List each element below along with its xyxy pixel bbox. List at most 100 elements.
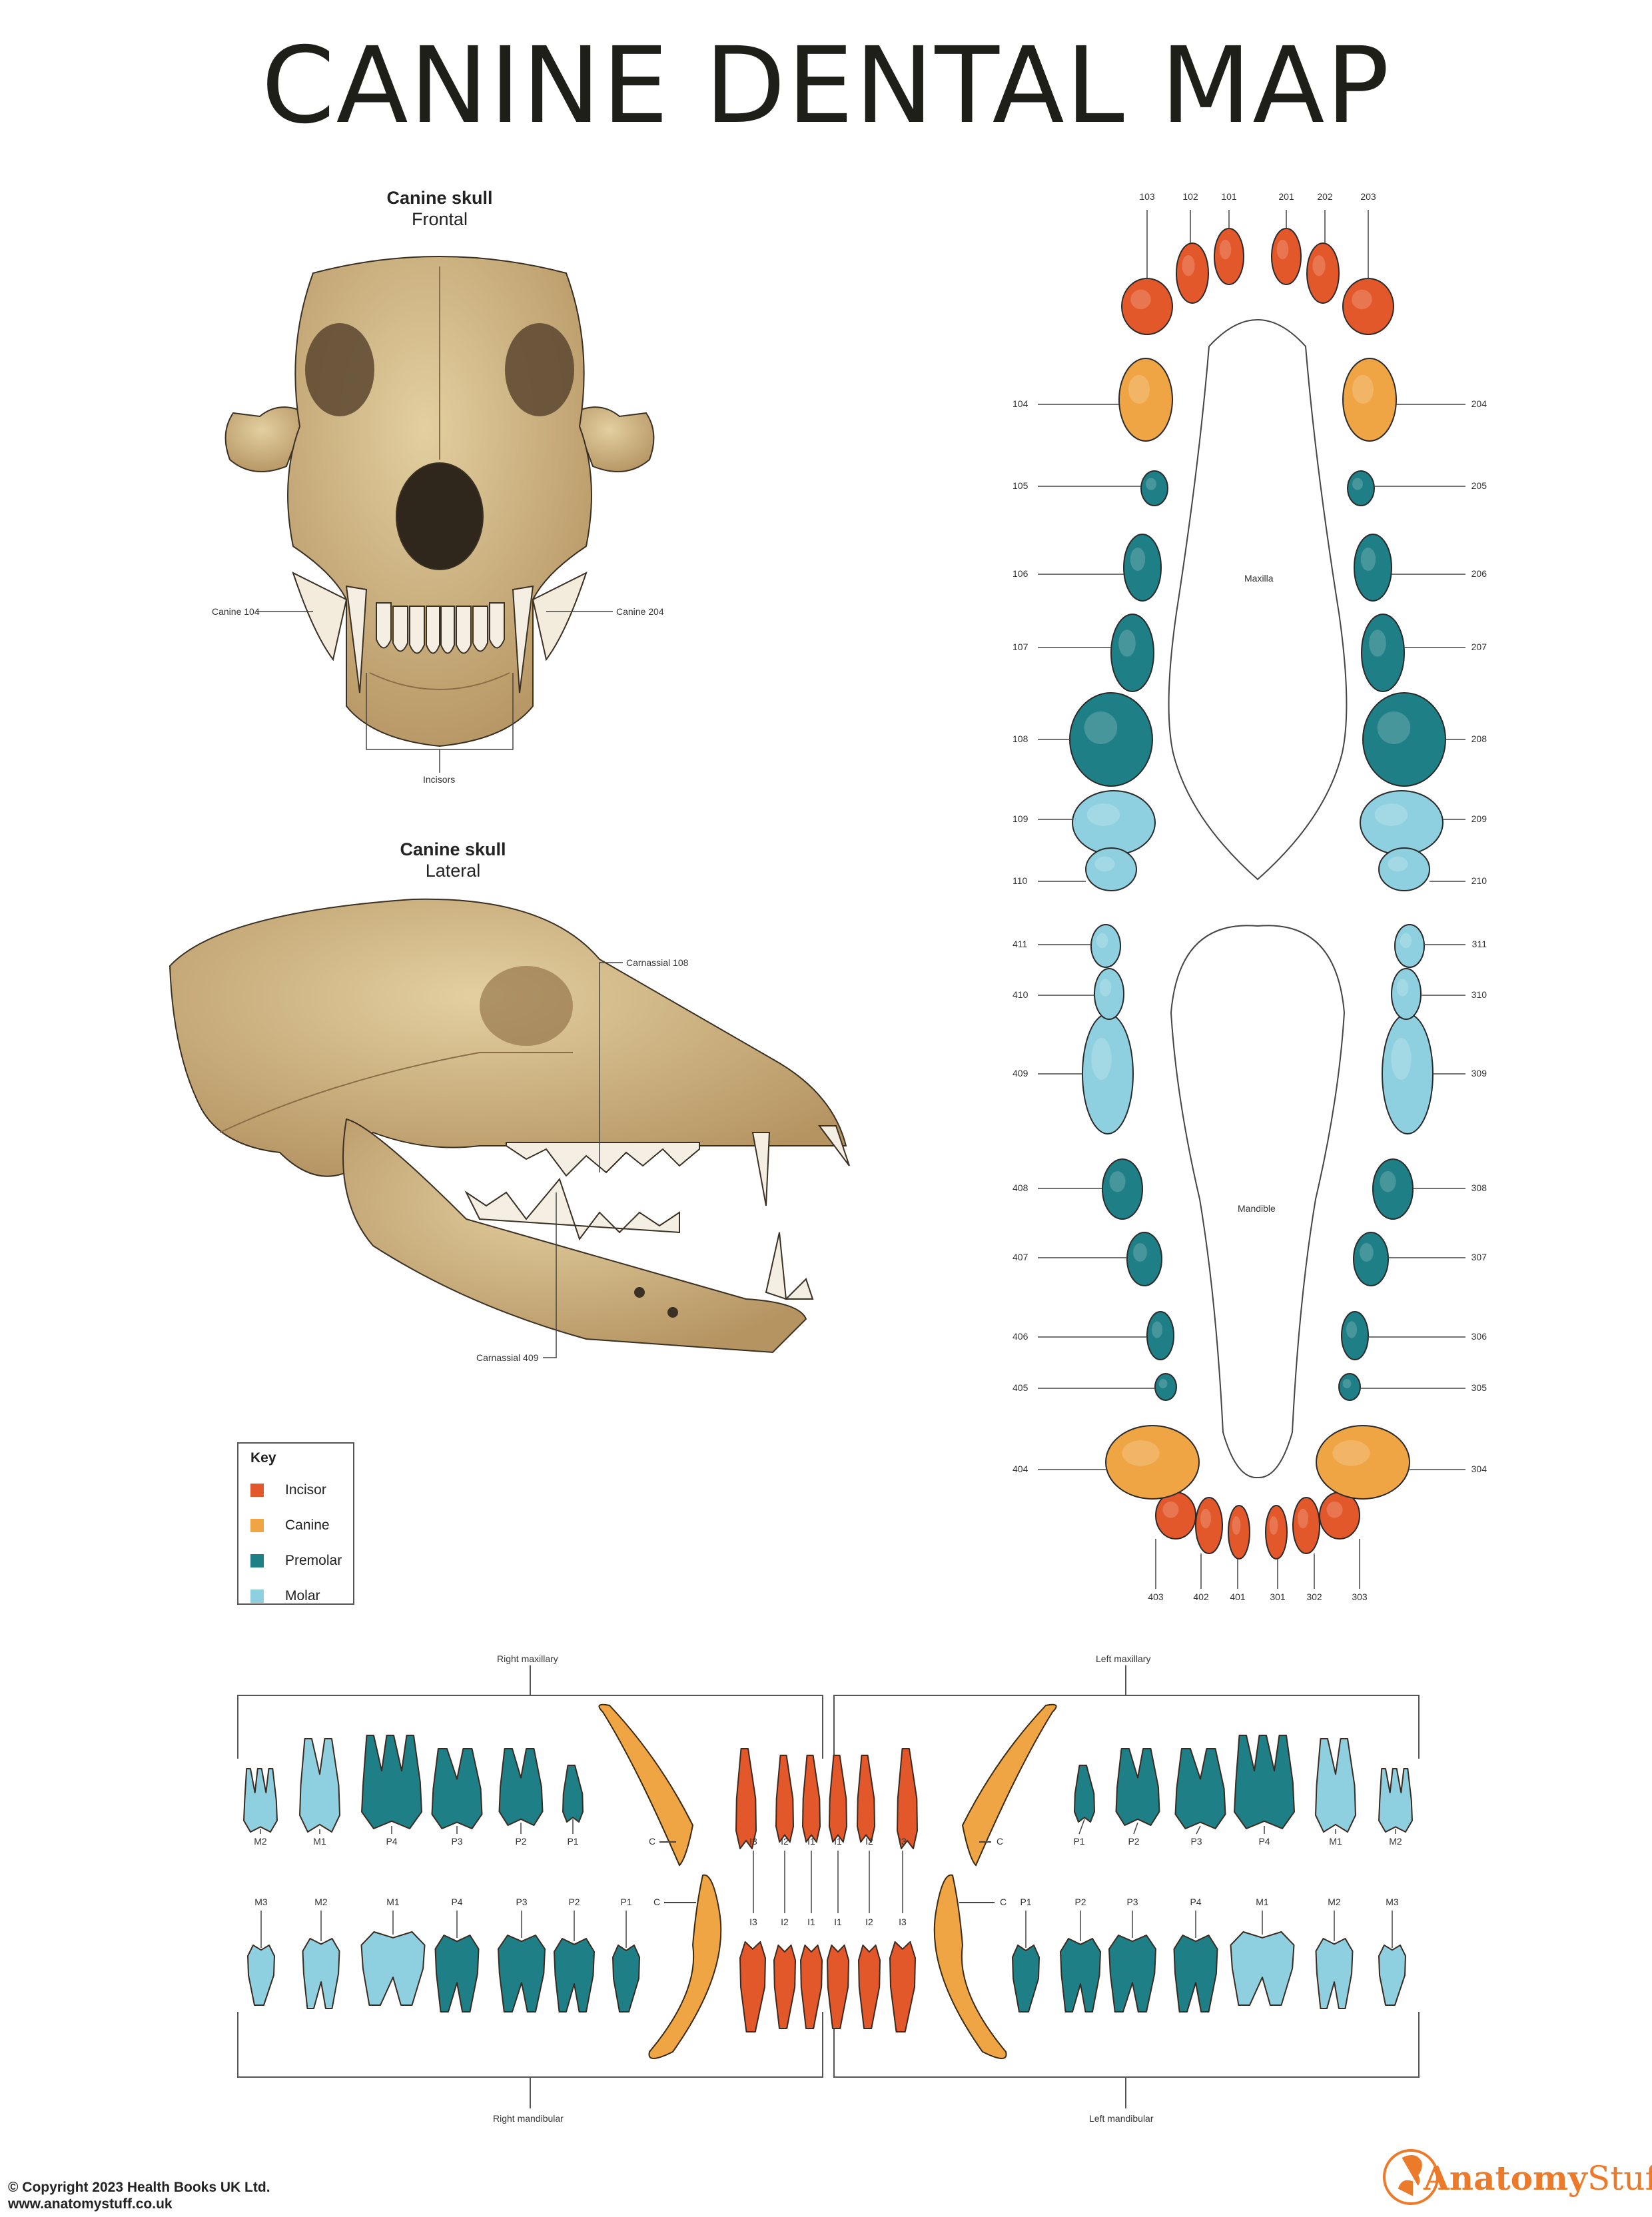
tooth-highlight bbox=[1219, 239, 1232, 260]
tooth-label-305: 305 bbox=[1471, 1382, 1487, 1393]
upper-tooth-p4-2 bbox=[361, 1735, 422, 1829]
tooth-highlight bbox=[1360, 1243, 1374, 1262]
tooth-label-307: 307 bbox=[1471, 1252, 1487, 1262]
lower-tooth-m1-19 bbox=[1230, 1931, 1295, 2006]
row-label-m3: M3 bbox=[254, 1897, 268, 1907]
molar-swatch bbox=[250, 1589, 264, 1603]
tooth-label-304: 304 bbox=[1471, 1464, 1487, 1474]
left-mandibular-label: Left mandibular bbox=[1089, 2113, 1154, 2124]
row-label-m2: M2 bbox=[314, 1897, 328, 1907]
upper-tooth-i2-11 bbox=[857, 1755, 875, 1843]
lower-tooth-m3-21 bbox=[1378, 1945, 1406, 2006]
tooth-label-302: 302 bbox=[1306, 1591, 1322, 1602]
lower-tooth-i2-12 bbox=[858, 1945, 881, 2029]
maxilla-label: Maxilla bbox=[1244, 573, 1274, 584]
key-label: Canine bbox=[285, 1518, 330, 1533]
tooth-label-209: 209 bbox=[1471, 813, 1487, 824]
tooth-label-409: 409 bbox=[1013, 1068, 1029, 1079]
tooth-label-301: 301 bbox=[1270, 1591, 1286, 1602]
copyright-text: © Copyright 2023 Health Books UK Ltd. bbox=[8, 2180, 270, 2195]
tooth-label-406: 406 bbox=[1013, 1331, 1029, 1342]
tooth-205 bbox=[1347, 470, 1375, 506]
tooth-highlight bbox=[1091, 1038, 1112, 1080]
row-label-p2: P2 bbox=[568, 1897, 580, 1907]
lower-tooth-c-14 bbox=[933, 1874, 1007, 2059]
mandible-outline bbox=[1170, 925, 1346, 1479]
tooth-305 bbox=[1338, 1373, 1361, 1401]
lateral-skull-illustration bbox=[169, 898, 850, 1354]
row-label-i1: I1 bbox=[807, 1836, 815, 1847]
tooth-106 bbox=[1123, 534, 1162, 602]
row-label-c: C bbox=[653, 1897, 661, 1907]
tooth-label-102: 102 bbox=[1182, 191, 1198, 202]
tooth-highlight bbox=[1312, 255, 1326, 276]
tooth-label-306: 306 bbox=[1471, 1331, 1487, 1342]
tooth-highlight bbox=[1096, 933, 1108, 949]
tooth-307 bbox=[1353, 1232, 1389, 1286]
key-label: Incisor bbox=[285, 1482, 326, 1498]
lower-tooth-p4-18 bbox=[1173, 1935, 1218, 2012]
incisor-swatch bbox=[250, 1484, 264, 1497]
row-label-i2: I2 bbox=[781, 1836, 789, 1847]
tooth-highlight bbox=[1380, 1171, 1396, 1192]
frontal-leader-lines bbox=[256, 611, 613, 773]
lower-tooth-p2-16 bbox=[1060, 1938, 1101, 2012]
tooth-highlight bbox=[1133, 1243, 1147, 1262]
tooth-label-401: 401 bbox=[1230, 1591, 1246, 1602]
row-label-c: C bbox=[997, 1836, 1004, 1847]
label-canine-104: Canine 104 bbox=[212, 606, 260, 617]
upper-tooth-i3-7 bbox=[735, 1748, 757, 1849]
key-label: Molar bbox=[285, 1588, 320, 1603]
key-item-canine: Canine bbox=[250, 1518, 330, 1533]
tooth-410 bbox=[1094, 968, 1124, 1020]
row-label-i3: I3 bbox=[749, 1917, 757, 1927]
row-label-m3: M3 bbox=[1386, 1897, 1399, 1907]
dental-arch-chart bbox=[1038, 210, 1465, 1589]
row-label-p3: P3 bbox=[1126, 1897, 1138, 1907]
tooth-label-404: 404 bbox=[1013, 1464, 1029, 1474]
upper-tooth-p2-4 bbox=[498, 1748, 544, 1826]
lateral-leader-lines bbox=[543, 962, 623, 1358]
tooth-104 bbox=[1118, 358, 1173, 442]
tooth-306 bbox=[1341, 1311, 1369, 1360]
lower-tooth-p1-15 bbox=[1012, 1945, 1040, 2012]
tooth-label-110: 110 bbox=[1013, 875, 1028, 886]
tooth-highlight bbox=[1162, 1502, 1179, 1518]
lower-tooth-i2-9 bbox=[773, 1945, 796, 2029]
website-link[interactable]: www.anatomystuff.co.uk bbox=[8, 2196, 173, 2212]
row-label-m2: M2 bbox=[1389, 1836, 1402, 1847]
tooth-label-107: 107 bbox=[1013, 642, 1029, 652]
row-label-m2: M2 bbox=[1328, 1897, 1341, 1907]
tooth-404 bbox=[1105, 1425, 1200, 1500]
row-label-m1: M1 bbox=[1329, 1836, 1342, 1847]
premolar-swatch bbox=[250, 1554, 264, 1567]
color-key: Key Incisor Canine Premolar Molar bbox=[237, 1442, 354, 1605]
upper-tooth-m1-1 bbox=[299, 1738, 340, 1833]
row-label-m1: M1 bbox=[313, 1836, 326, 1847]
frontal-skull-illustration bbox=[224, 256, 655, 747]
upper-tooth-i1-9 bbox=[802, 1755, 821, 1843]
lower-tooth-p1-6 bbox=[612, 1945, 640, 2012]
row-label-p2: P2 bbox=[1074, 1897, 1086, 1907]
tooth-label-103: 103 bbox=[1139, 191, 1155, 202]
label-carnassial-409: Carnassial 409 bbox=[476, 1352, 539, 1363]
logo-text-light: Stuff bbox=[1587, 2159, 1652, 2198]
row-label-p3: P3 bbox=[1190, 1836, 1202, 1847]
upper-tooth-i1-10 bbox=[829, 1755, 847, 1843]
row-label-p3: P3 bbox=[516, 1897, 528, 1907]
tooth-207 bbox=[1361, 614, 1405, 692]
tooth-rows bbox=[243, 1703, 1413, 2059]
tooth-highlight bbox=[1118, 630, 1136, 657]
tooth-label-308: 308 bbox=[1471, 1182, 1487, 1193]
tooth-206 bbox=[1354, 534, 1392, 602]
tooth-highlight bbox=[1130, 548, 1146, 571]
tooth-highlight bbox=[1084, 711, 1118, 744]
tooth-210 bbox=[1378, 847, 1430, 891]
tooth-highlight bbox=[1158, 1379, 1168, 1388]
tooth-highlight bbox=[1377, 711, 1411, 744]
upper-tooth-m2-19 bbox=[1378, 1768, 1413, 1833]
tooth-label-411: 411 bbox=[1013, 939, 1028, 949]
frontal-title: Canine skull bbox=[386, 188, 493, 208]
label-incisors: Incisors bbox=[423, 774, 456, 785]
tooth-highlight bbox=[1130, 289, 1151, 310]
